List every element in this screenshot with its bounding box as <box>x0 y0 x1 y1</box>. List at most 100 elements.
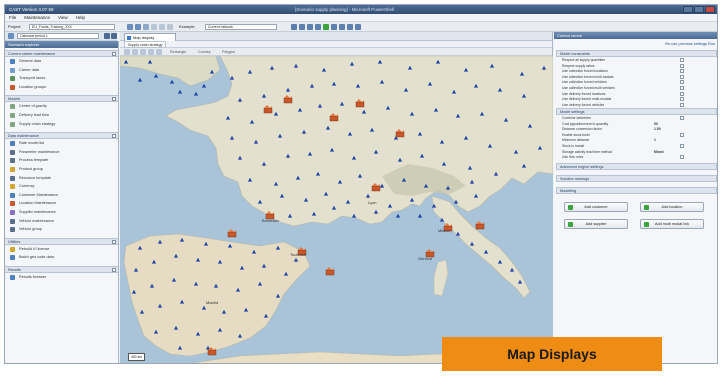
constraint-checkbox[interactable] <box>680 97 684 102</box>
customer-marker-icon[interactable] <box>513 149 519 154</box>
facility-marker-icon[interactable] <box>325 267 335 276</box>
customer-marker-icon[interactable] <box>173 253 179 258</box>
customer-marker-icon[interactable] <box>373 209 379 214</box>
customer-marker-icon[interactable] <box>339 101 345 106</box>
customer-marker-icon[interactable] <box>347 131 353 136</box>
setting-value[interactable]: 1.50 <box>654 127 661 132</box>
customer-marker-icon[interactable] <box>237 97 243 102</box>
customer-marker-icon[interactable] <box>469 241 475 246</box>
menu-view[interactable]: View <box>58 15 68 20</box>
constraint-checkbox[interactable] <box>680 63 684 68</box>
customer-marker-icon[interactable] <box>521 93 527 98</box>
customer-marker-icon[interactable] <box>323 191 329 196</box>
customer-marker-icon[interactable] <box>157 239 163 244</box>
explorer-item-transport-lanes[interactable]: Transport lanes <box>5 74 118 83</box>
cut-icon[interactable] <box>151 24 157 30</box>
add-supplier-button[interactable]: Add supplier <box>564 219 628 229</box>
save-icon[interactable] <box>135 24 141 30</box>
explorer-item-parameter-maintenance[interactable]: Parameter maintenance <box>5 148 118 157</box>
customer-marker-icon[interactable] <box>455 231 461 236</box>
constraint-row[interactable]: Respect all supply quantities <box>562 58 684 63</box>
customer-marker-icon[interactable] <box>403 87 409 92</box>
section-model-constraints[interactable]: Model constraints <box>556 50 717 57</box>
constraint-checkbox[interactable] <box>680 86 684 90</box>
customer-marker-icon[interactable] <box>483 249 489 254</box>
customer-marker-icon[interactable] <box>497 259 503 264</box>
constraint-row[interactable]: Use delivery forced vehicles <box>562 102 684 108</box>
explorer-item-rate-model-list[interactable]: Rate model list <box>5 139 118 148</box>
explorer-item-location-maintenance[interactable]: Location Maintenance <box>5 199 118 208</box>
customer-marker-icon[interactable] <box>321 67 327 72</box>
customer-marker-icon[interactable] <box>385 105 391 110</box>
customer-marker-icon[interactable] <box>453 199 459 204</box>
customer-marker-icon[interactable] <box>379 79 385 84</box>
customer-marker-icon[interactable] <box>311 211 317 216</box>
section-models[interactable]: Models <box>5 95 118 103</box>
customer-marker-icon[interactable] <box>309 83 315 88</box>
zoom-icon[interactable] <box>339 24 345 30</box>
customer-marker-icon[interactable] <box>133 267 139 272</box>
customer-marker-icon[interactable] <box>409 111 415 116</box>
setting-row[interactable]: Use flow rules <box>562 155 684 160</box>
tab-supply-chain-strategy[interactable]: Supply chain strategy <box>124 41 167 48</box>
customer-marker-icon[interactable] <box>261 93 267 98</box>
customer-marker-icon[interactable] <box>201 83 207 88</box>
customer-marker-icon[interactable] <box>303 197 309 202</box>
customer-marker-icon[interactable] <box>503 117 509 122</box>
customer-marker-icon[interactable] <box>247 69 253 74</box>
customer-marker-icon[interactable] <box>473 83 479 88</box>
constraint-checkbox[interactable] <box>680 91 684 96</box>
customer-marker-icon[interactable] <box>203 241 209 246</box>
layers-icon[interactable] <box>331 24 337 30</box>
customer-marker-icon[interactable] <box>439 217 445 222</box>
setting-row[interactable]: Combine deliveries <box>562 116 684 121</box>
map-canvas[interactable]: Bordeaux Toulouse Madrid Lyon Milano Gen… <box>120 56 553 363</box>
customer-marker-icon[interactable] <box>275 245 281 250</box>
refresh-icon[interactable] <box>347 24 353 30</box>
customer-marker-icon[interactable] <box>251 249 257 254</box>
customer-marker-icon[interactable] <box>247 177 253 182</box>
section-utilities[interactable]: Utilities <box>5 237 118 245</box>
period-next-icon[interactable] <box>111 33 117 39</box>
customer-marker-icon[interactable] <box>463 135 469 140</box>
menu-maintenance[interactable]: Maintenance <box>24 15 51 20</box>
setting-value[interactable]: 50 <box>654 121 658 126</box>
customer-marker-icon[interactable] <box>285 87 291 92</box>
customer-marker-icon[interactable] <box>517 279 523 284</box>
customer-marker-icon[interactable] <box>315 171 321 176</box>
customer-marker-icon[interactable] <box>287 213 293 218</box>
customer-marker-icon[interactable] <box>123 59 129 64</box>
customer-marker-icon[interactable] <box>137 77 143 82</box>
customer-marker-icon[interactable] <box>221 309 227 314</box>
customer-marker-icon[interactable] <box>177 89 183 94</box>
customer-marker-icon[interactable] <box>179 237 185 242</box>
customer-marker-icon[interactable] <box>261 161 267 166</box>
facility-marker-icon[interactable] <box>297 247 307 256</box>
constraint-row[interactable]: Use delivery forced locations <box>562 91 684 97</box>
customer-marker-icon[interactable] <box>301 129 307 134</box>
calendar-period-select[interactable]: Calendar period 1 <box>17 33 99 39</box>
explorer-item-currency[interactable]: Currency <box>5 182 118 191</box>
customer-marker-icon[interactable] <box>157 303 163 308</box>
explorer-item-vehicle-group[interactable]: Vehicle group <box>5 225 118 234</box>
customer-marker-icon[interactable] <box>205 345 211 350</box>
customer-marker-icon[interactable] <box>225 115 231 120</box>
customer-marker-icon[interactable] <box>493 171 499 176</box>
grid-icon[interactable] <box>291 24 297 30</box>
customer-marker-icon[interactable] <box>193 281 199 286</box>
section-data-maintenance[interactable]: Data maintenance <box>5 132 118 140</box>
customer-marker-icon[interactable] <box>149 283 155 288</box>
explorer-item-location-groups[interactable]: Location groups <box>5 83 118 92</box>
customer-marker-icon[interactable] <box>263 313 269 318</box>
country-select[interactable]: Country <box>198 50 211 54</box>
customer-marker-icon[interactable] <box>489 63 495 68</box>
customer-marker-icon[interactable] <box>345 199 351 204</box>
customer-marker-icon[interactable] <box>153 329 159 334</box>
customer-marker-icon[interactable] <box>273 181 279 186</box>
customer-marker-icon[interactable] <box>407 65 413 70</box>
customer-marker-icon[interactable] <box>261 263 267 268</box>
customer-marker-icon[interactable] <box>193 91 199 96</box>
setting-value[interactable]: 1 <box>654 138 656 143</box>
list-icon[interactable] <box>315 24 321 30</box>
